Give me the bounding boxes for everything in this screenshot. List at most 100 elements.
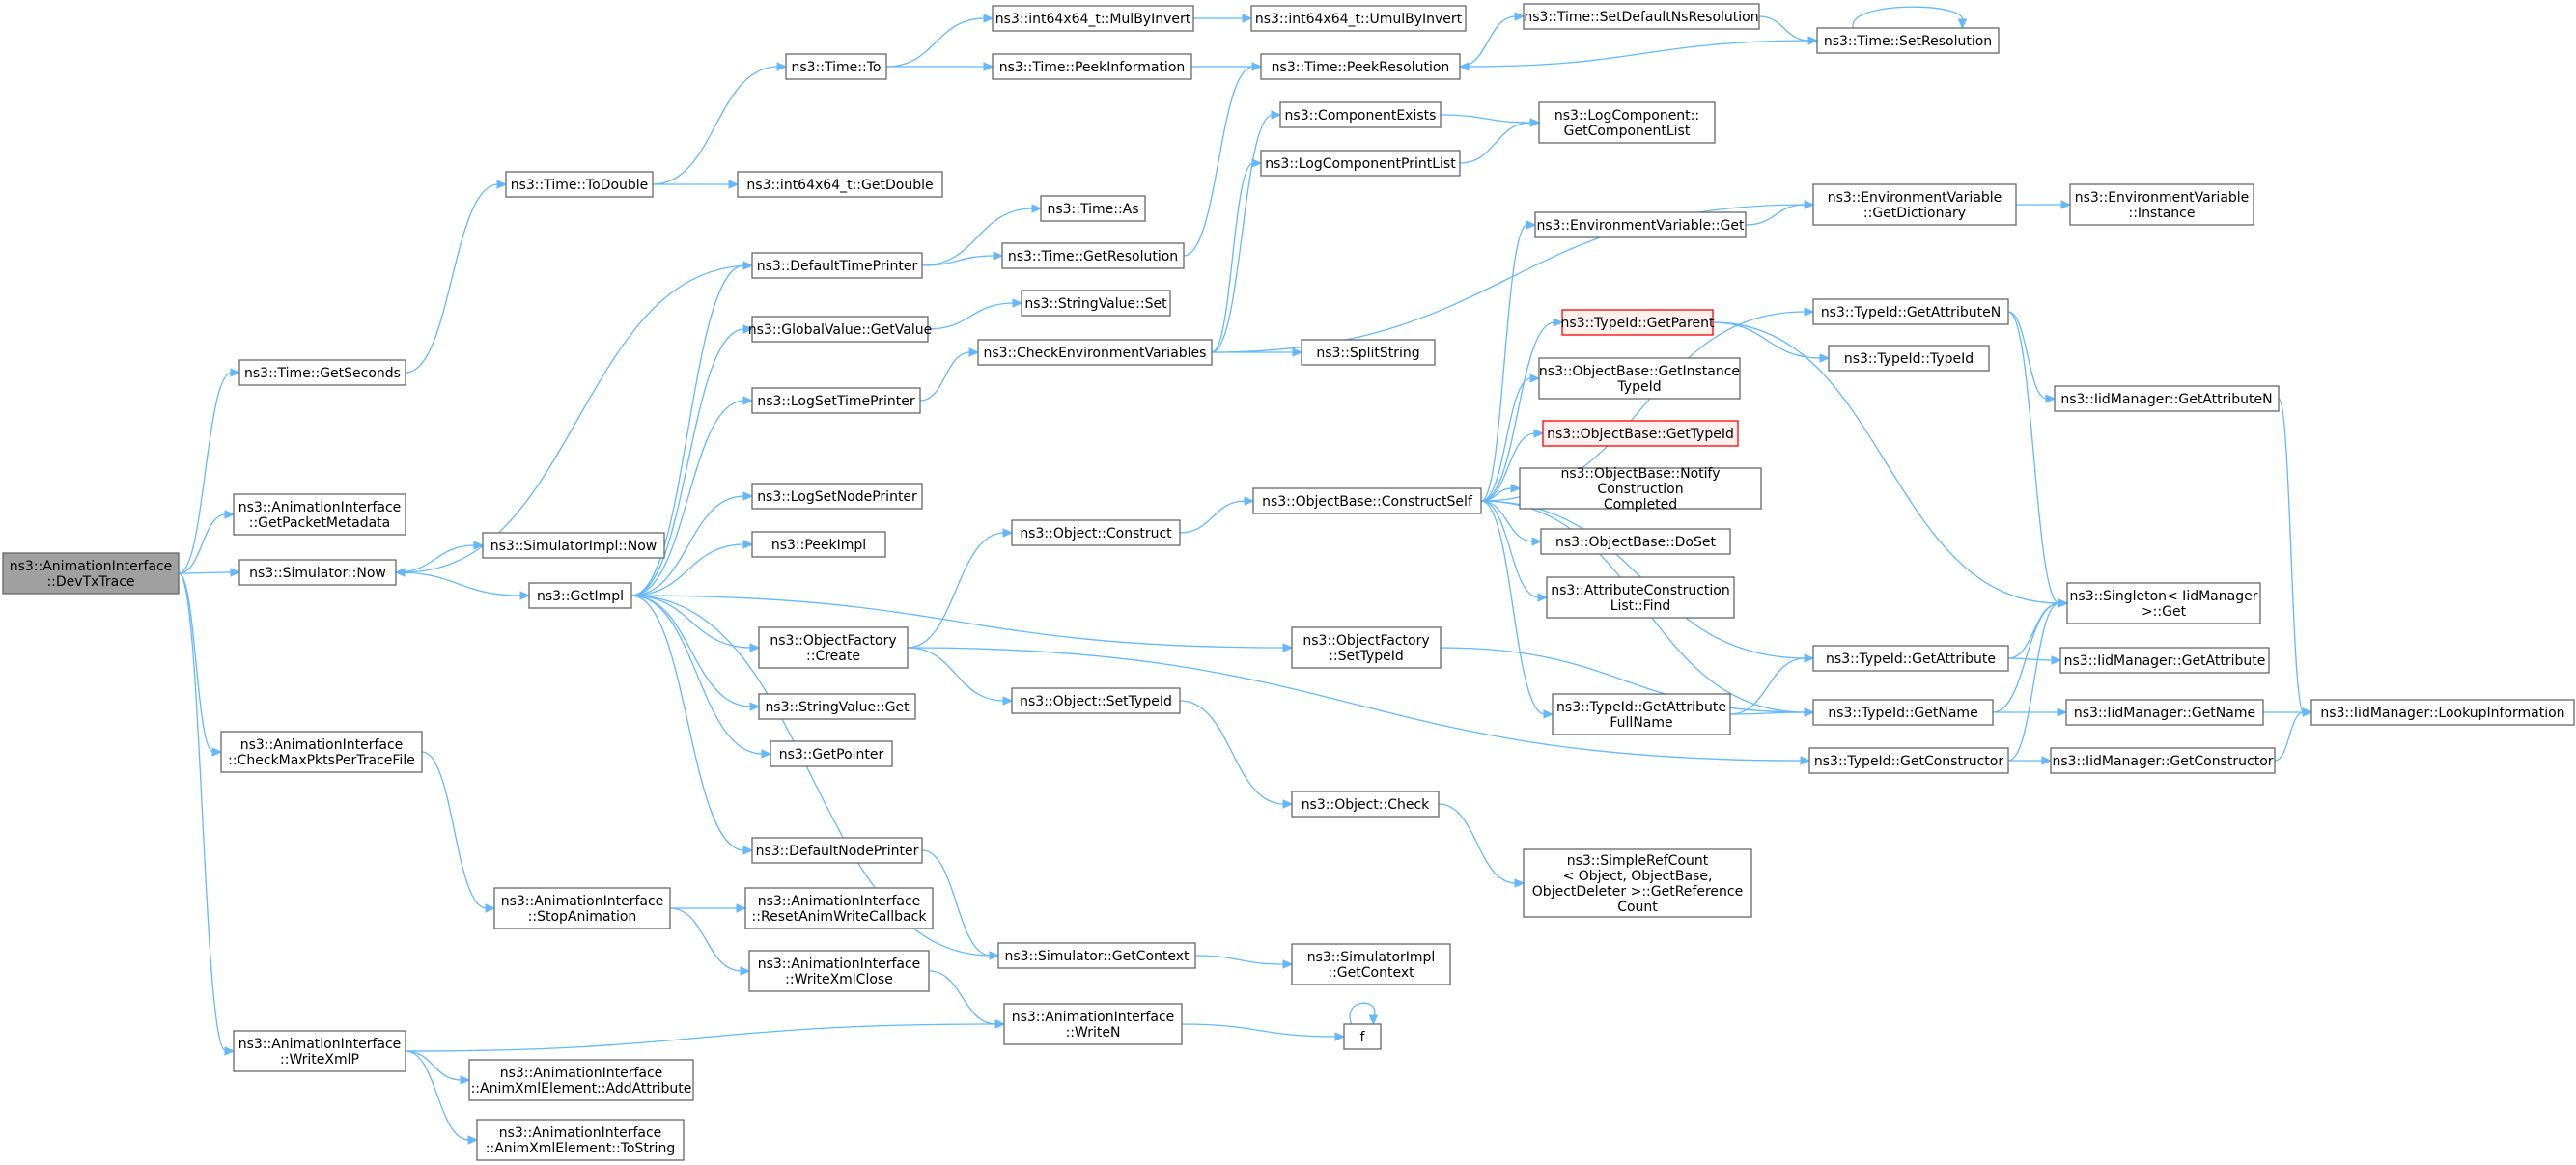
node-constructself[interactable]: ns3::ObjectBase::ConstructSelf bbox=[1252, 487, 1482, 514]
node-iidlookup[interactable]: ns3::IidManager::LookupInformation bbox=[2310, 699, 2575, 726]
node-timeas[interactable]: ns3::Time::As bbox=[1040, 195, 1146, 222]
node-simimplgetcontext[interactable]: ns3::SimulatorImpl::GetContext bbox=[1291, 943, 1451, 985]
node-logsettime[interactable]: ns3::LogSetTimePrinter bbox=[751, 387, 921, 414]
call-edge-constructself-to-objbasegettypeid bbox=[1480, 429, 1545, 502]
node-getpacketmetadata[interactable]: ns3::AnimationInterface::GetPacketMetada… bbox=[233, 493, 406, 536]
node-typeidgetname[interactable]: ns3::TypeId::GetName bbox=[1812, 699, 1994, 726]
node-simplerefcount[interactable]: ns3::SimpleRefCount< Object, ObjectBase,… bbox=[1523, 848, 1752, 918]
edge-line bbox=[1194, 955, 1285, 965]
node-objcheck[interactable]: ns3::Object::Check bbox=[1291, 791, 1440, 818]
node-resetanimwrite[interactable]: ns3::AnimationInterface::ResetAnimWriteC… bbox=[744, 887, 934, 929]
node-objbasegettypeid[interactable]: ns3::ObjectBase::GetTypeId bbox=[1542, 420, 1739, 447]
node-simnow[interactable]: ns3::Simulator::Now bbox=[238, 559, 397, 586]
node-getcomplist[interactable]: ns3::LogComponent::GetComponentList bbox=[1538, 101, 1716, 144]
node-objsettypeid[interactable]: ns3::Object::SetTypeId bbox=[1011, 687, 1181, 714]
arrowhead-icon bbox=[2041, 756, 2053, 765]
node-stringvalueset[interactable]: ns3::StringValue::Set bbox=[1021, 290, 1171, 317]
node-label: ::StopAnimation bbox=[528, 909, 637, 925]
arrowhead-icon bbox=[989, 951, 1000, 960]
node-label: ns3::TypeId::GetAttribute bbox=[1556, 700, 1726, 715]
node-umulbyinvert[interactable]: ns3::int64x64_t::UmulByInvert bbox=[1250, 5, 1467, 32]
node-label: ns3::AnimationInterface bbox=[499, 1125, 662, 1141]
node-objconstruct[interactable]: ns3::Object::Construct bbox=[1011, 519, 1181, 546]
node-getseconds[interactable]: ns3::Time::GetSeconds bbox=[238, 359, 406, 386]
node-compexists[interactable]: ns3::ComponentExists bbox=[1279, 101, 1442, 128]
node-typeidgetattribute[interactable]: ns3::TypeId::GetAttribute bbox=[1812, 645, 2009, 672]
node-box bbox=[2069, 183, 2254, 226]
node-int64getdouble[interactable]: ns3::int64x64_t::GetDouble bbox=[737, 171, 943, 198]
node-label: GetComponentList bbox=[1564, 124, 1691, 139]
node-objfactsettypeid[interactable]: ns3::ObjectFactory::SetTypeId bbox=[1291, 626, 1442, 669]
nodes-layer: ns3::AnimationInterface::DevTxTracens3::… bbox=[2, 3, 2575, 1161]
node-simimplnow[interactable]: ns3::SimulatorImpl::Now bbox=[482, 532, 665, 559]
node-f[interactable]: f bbox=[1343, 1023, 1382, 1050]
call-edge-typeidgetconstructor-to-singletonget bbox=[2007, 598, 2069, 762]
node-peekres[interactable]: ns3::Time::PeekResolution bbox=[1260, 53, 1461, 80]
node-iidgetattrn[interactable]: ns3::IidManager::GetAttributeN bbox=[2054, 385, 2280, 412]
arrowhead-icon bbox=[1334, 1032, 1346, 1041]
node-defaultnodeprinter[interactable]: ns3::DefaultNodePrinter bbox=[751, 837, 923, 864]
node-label: ::SetTypeId bbox=[1329, 649, 1404, 664]
node-logcompprint[interactable]: ns3::LogComponentPrintList bbox=[1260, 150, 1461, 177]
node-writexmlp[interactable]: ns3::AnimationInterface::WriteXmlP bbox=[233, 1030, 406, 1072]
node-iidgetconstructor[interactable]: ns3::IidManager::GetConstructor bbox=[2050, 747, 2276, 774]
node-envget[interactable]: ns3::EnvironmentVariable::Get bbox=[1534, 211, 1747, 238]
call-edge-defaulttimeprinter-to-simnow bbox=[394, 264, 753, 577]
node-iidgetattribute[interactable]: ns3::IidManager::GetAttribute bbox=[2059, 647, 2270, 674]
node-label: ns3::Object::Construct bbox=[1020, 526, 1172, 541]
node-notifyconstruction[interactable]: ns3::ObjectBase::NotifyConstructionCompl… bbox=[1519, 466, 1762, 513]
node-getresolution[interactable]: ns3::Time::GetResolution bbox=[1001, 242, 1185, 269]
node-logsetnode[interactable]: ns3::LogSetNodePrinter bbox=[751, 483, 923, 510]
arrowhead-icon bbox=[1012, 298, 1023, 308]
node-setdefaultns[interactable]: ns3::Time::SetDefaultNsResolution bbox=[1523, 3, 1760, 30]
node-timeto[interactable]: ns3::Time::To bbox=[785, 53, 887, 80]
arrowhead-icon bbox=[1002, 696, 1014, 706]
edge-line bbox=[405, 1023, 997, 1052]
node-checkenv[interactable]: ns3::CheckEnvironmentVariables bbox=[977, 339, 1213, 366]
edge-line bbox=[2278, 398, 2305, 713]
node-stopanimation[interactable]: ns3::AnimationInterface::StopAnimation bbox=[493, 887, 671, 929]
node-setres[interactable]: ns3::Time::SetResolution bbox=[1816, 27, 2000, 54]
node-envgetdict[interactable]: ns3::EnvironmentVariable::GetDictionary bbox=[1812, 183, 2017, 226]
node-checkmaxpkts[interactable]: ns3::AnimationInterface::CheckMaxPktsPer… bbox=[220, 731, 423, 773]
node-simgetcontext[interactable]: ns3::Simulator::GetContext bbox=[997, 942, 1196, 969]
node-root[interactable]: ns3::AnimationInterface::DevTxTrace bbox=[2, 552, 180, 595]
node-defaulttimeprinter[interactable]: ns3::DefaultTimePrinter bbox=[751, 252, 923, 279]
node-writen[interactable]: ns3::AnimationInterface::WriteN bbox=[1003, 1003, 1183, 1045]
node-label: ns3::PeekImpl bbox=[771, 538, 866, 553]
arrowhead-icon bbox=[742, 324, 754, 334]
node-label: ns3::Time::GetResolution bbox=[1008, 249, 1178, 264]
node-addattribute[interactable]: ns3::AnimationInterface::AnimXmlElement:… bbox=[468, 1059, 694, 1101]
node-peekimpl[interactable]: ns3::PeekImpl bbox=[751, 531, 886, 558]
node-doset[interactable]: ns3::ObjectBase::DoSet bbox=[1540, 528, 1731, 555]
node-mulbyinvert[interactable]: ns3::int64x64_t::MulByInvert bbox=[992, 5, 1194, 32]
node-typeidgetattrn[interactable]: ns3::TypeId::GetAttributeN bbox=[1812, 298, 2009, 325]
node-stringvalueget[interactable]: ns3::StringValue::Get bbox=[758, 693, 916, 720]
node-getimpl[interactable]: ns3::GetImpl bbox=[528, 582, 632, 609]
node-getpointer[interactable]: ns3::GetPointer bbox=[770, 740, 893, 767]
arrowhead-icon bbox=[473, 541, 485, 550]
node-label: ns3::Time::To bbox=[792, 60, 882, 75]
edge-line bbox=[405, 1050, 470, 1141]
edge-line bbox=[178, 513, 227, 574]
node-iidgetname[interactable]: ns3::IidManager::GetName bbox=[2065, 699, 2264, 726]
node-tostring[interactable]: ns3::AnimationInterface::AnimXmlElement:… bbox=[476, 1119, 685, 1161]
node-splitstring[interactable]: ns3::SplitString bbox=[1301, 339, 1436, 366]
node-globalgetvalue[interactable]: ns3::GlobalValue::GetValue bbox=[748, 316, 932, 343]
node-objfactcreate[interactable]: ns3::ObjectFactory::Create bbox=[758, 626, 909, 669]
node-typeidgetconstructor[interactable]: ns3::TypeId::GetConstructor bbox=[1808, 747, 2009, 774]
node-todouble[interactable]: ns3::Time::ToDouble bbox=[505, 171, 654, 198]
edge-line bbox=[1459, 15, 1517, 68]
node-label: ns3::Time::PeekResolution bbox=[1272, 60, 1450, 75]
node-envinstance[interactable]: ns3::EnvironmentVariable::Instance bbox=[2069, 183, 2254, 226]
arrowhead-icon bbox=[211, 747, 223, 757]
node-peekinfo[interactable]: ns3::Time::PeekInformation bbox=[992, 53, 1192, 80]
arrowhead-icon bbox=[983, 62, 994, 71]
node-singletonget[interactable]: ns3::Singleton< IidManager>::Get bbox=[2066, 582, 2261, 624]
node-typeidgetparent[interactable]: ns3::TypeId::GetParent bbox=[1561, 309, 1715, 336]
node-writexmlclose[interactable]: ns3::AnimationInterface::WriteXmlClose bbox=[748, 950, 930, 992]
node-typeidtypeid[interactable]: ns3::TypeId::TypeId bbox=[1828, 345, 1990, 372]
